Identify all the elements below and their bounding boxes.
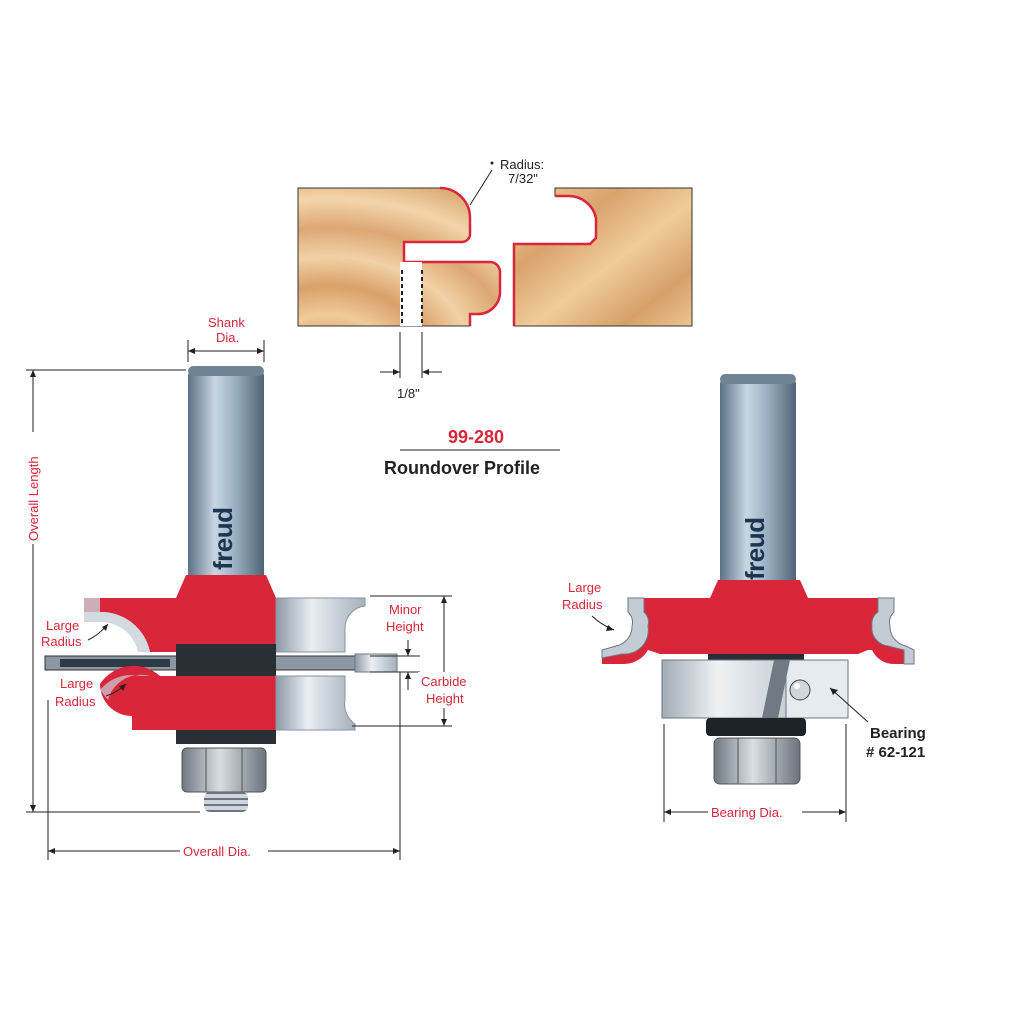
large-radius-top-label-1: Large xyxy=(46,618,79,633)
right-nut xyxy=(713,737,801,785)
overall-dia-label: Overall Dia. xyxy=(183,844,251,859)
carbide-height-label-1: Carbide xyxy=(421,674,467,689)
right-cutter xyxy=(602,598,904,665)
left-lower-cutter xyxy=(100,665,276,730)
right-large-radius-label-1: Large xyxy=(568,580,601,595)
left-board-cut-edge xyxy=(402,186,502,326)
radius-value: 7/32" xyxy=(508,171,538,186)
radius-label: Radius: xyxy=(500,157,544,172)
overall-length-label: Overall Length xyxy=(26,456,41,541)
bearing-label-1: Bearing xyxy=(870,725,926,742)
shank-dia-label-2: Dia. xyxy=(216,330,239,345)
left-lower-carbide xyxy=(275,675,356,731)
left-nut xyxy=(181,747,267,793)
right-large-radius-label-2: Radius xyxy=(562,597,603,612)
left-upper-carbide xyxy=(275,597,366,653)
minor-height-label-1: Minor xyxy=(389,602,422,617)
profile-diagram: Radius: 7/32" 1/8" xyxy=(297,157,693,401)
slot-gap xyxy=(400,262,422,326)
large-radius-bottom-label-2: Radius xyxy=(55,694,96,709)
left-bit-dimensions: Shank Dia. Overall Length Overall Dia. M… xyxy=(24,315,480,860)
left-shank xyxy=(188,370,264,580)
right-freud-logo: freud xyxy=(740,518,770,581)
profile-name: Roundover Profile xyxy=(384,458,540,478)
left-freud-logo: freud xyxy=(208,508,238,571)
large-radius-bottom-label-1: Large xyxy=(60,676,93,691)
right-shank xyxy=(720,378,796,588)
right-board-cut-edge xyxy=(512,194,598,326)
left-upper-cutter xyxy=(84,598,276,652)
right-board xyxy=(513,187,693,327)
large-radius-top-label-2: Radius xyxy=(41,634,82,649)
model-number: 99-280 xyxy=(448,427,504,447)
title-block: 99-280 Roundover Profile xyxy=(384,427,560,478)
bearing-dia-label: Bearing Dia. xyxy=(711,805,783,820)
gap-dimension-label: 1/8" xyxy=(397,386,420,401)
minor-height-label-2: Height xyxy=(386,619,424,634)
shank-dia-label-1: Shank xyxy=(208,315,245,330)
right-bit-dimensions: Large Radius Bearing # 62-121 Bearing Di… xyxy=(562,580,926,822)
right-router-bit: freud xyxy=(601,374,915,785)
carbide-height-label-2: Height xyxy=(426,691,464,706)
bearing-label-2: # 62-121 xyxy=(866,744,925,761)
left-router-bit: freud xyxy=(44,366,398,812)
